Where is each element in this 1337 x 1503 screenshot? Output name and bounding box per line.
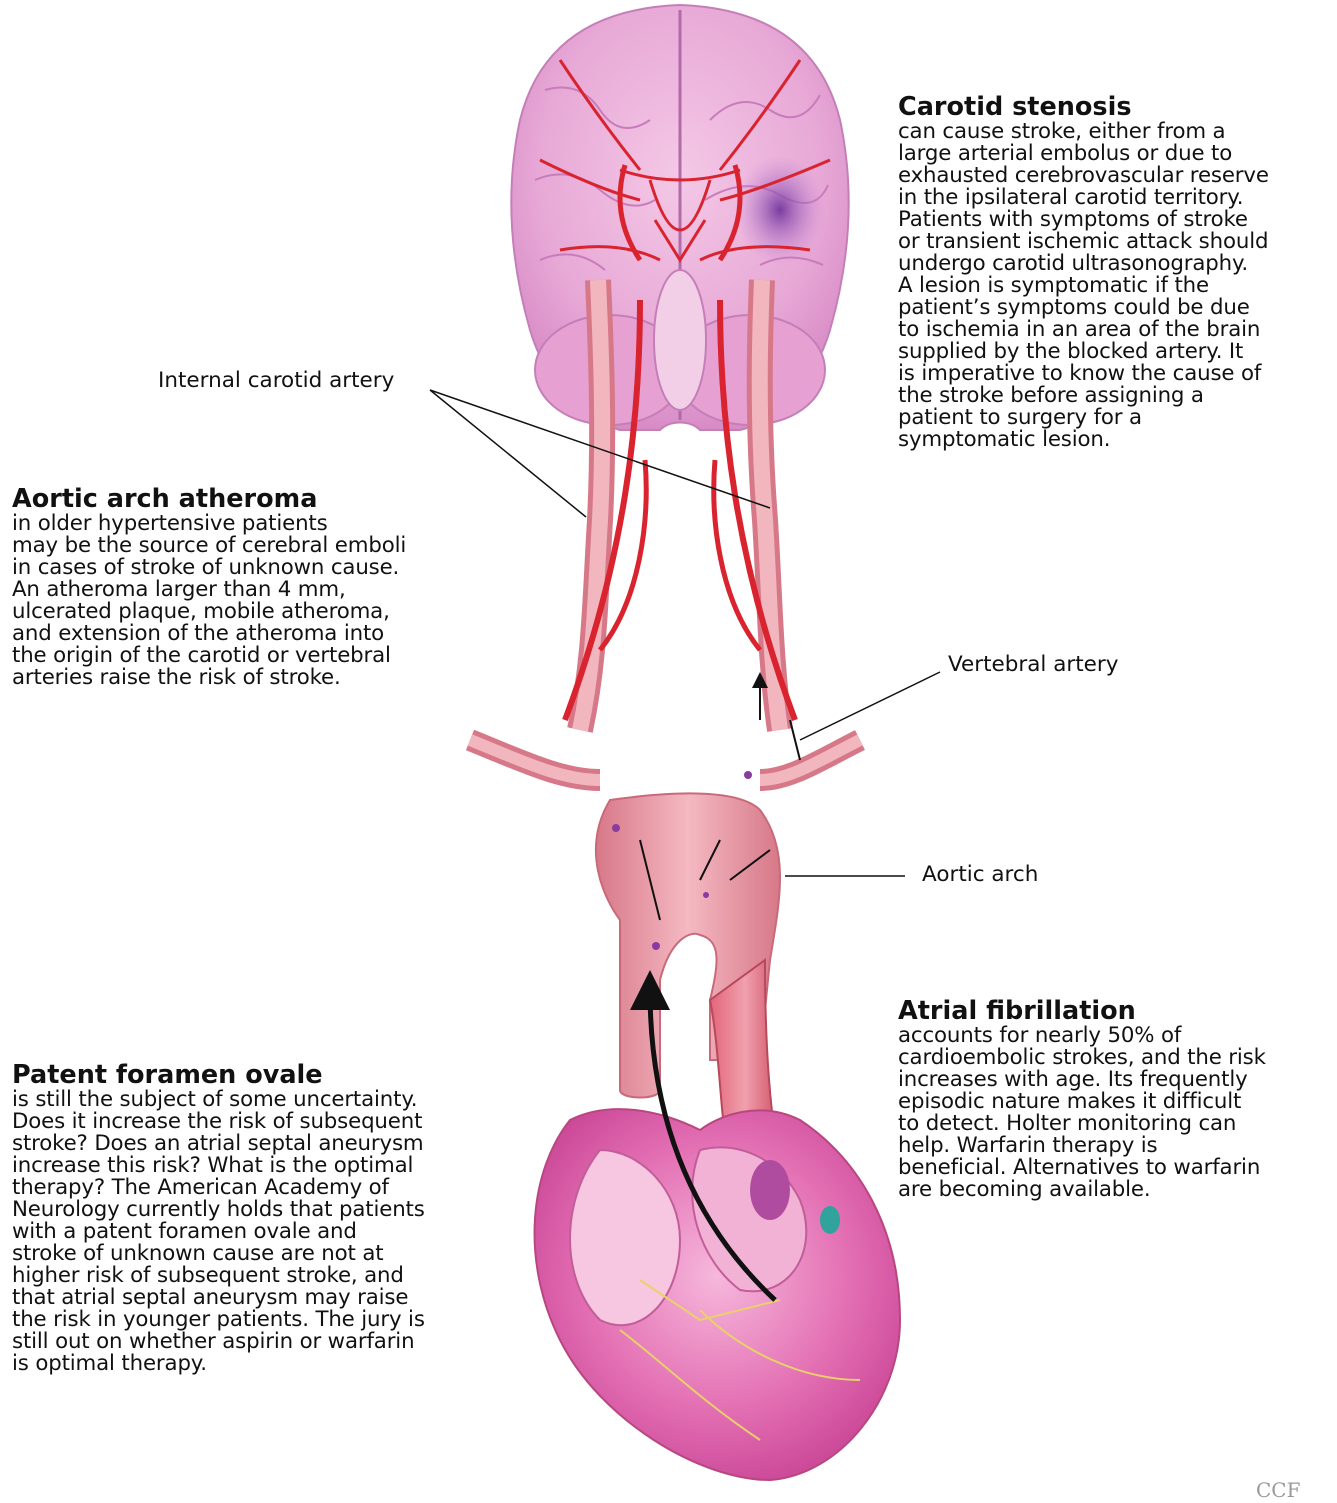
pfo-line: Does it increase the risk of subsequent	[12, 1111, 425, 1133]
aortic-line: arteries raise the risk of stroke.	[12, 667, 406, 689]
carotid-line: to ischemia in an area of the brain	[898, 319, 1269, 341]
label-aortic-arch: Aortic arch	[922, 862, 1038, 887]
pfo-line: stroke of unknown cause are not at	[12, 1243, 425, 1265]
aortic-line: and extension of the atheroma into	[12, 623, 406, 645]
pfo-line: that atrial septal aneurysm may raise	[12, 1287, 425, 1309]
pfo-line: still out on whether aspirin or warfarin	[12, 1331, 425, 1353]
carotid-line: can cause stroke, either from a	[898, 121, 1269, 143]
afib-line: accounts for nearly 50% of	[898, 1025, 1266, 1047]
atrial-fibrillation-title: Atrial fibrillation	[898, 998, 1266, 1025]
carotid-line: the stroke before assigning a	[898, 385, 1269, 407]
afib-line: help. Warfarin therapy is	[898, 1135, 1266, 1157]
carotid-line: A lesion is symptomatic if the	[898, 275, 1269, 297]
pfo-line: is still the subject of some uncertainty…	[12, 1089, 425, 1111]
carotid-line: supplied by the blocked artery. It	[898, 341, 1269, 363]
brain	[511, 5, 848, 430]
aortic-arch-atheroma-title: Aortic arch atheroma	[12, 486, 406, 513]
pfo-line: with a patent foramen ovale and	[12, 1221, 425, 1243]
pfo-line: Neurology currently holds that patients	[12, 1199, 425, 1221]
aortic-line: in older hypertensive patients	[12, 513, 406, 535]
pfo-line: therapy? The American Academy of	[12, 1177, 425, 1199]
carotid-line: exhausted cerebrovascular reserve	[898, 165, 1269, 187]
aortic-line: the origin of the carotid or vertebral	[12, 645, 406, 667]
pfo-line: increase this risk? What is the optimal	[12, 1155, 425, 1177]
carotid-line: large arterial embolus or due to	[898, 143, 1269, 165]
afib-line: episodic nature makes it difficult	[898, 1091, 1266, 1113]
carotid-line: patient to surgery for a	[898, 407, 1269, 429]
aortic-line: may be the source of cerebral emboli	[12, 535, 406, 557]
label-vertebral-artery: Vertebral artery	[948, 652, 1118, 677]
afib-line: beneficial. Alternatives to warfarin	[898, 1157, 1266, 1179]
aortic-line: in cases of stroke of unknown cause.	[12, 557, 406, 579]
heart	[535, 1109, 900, 1480]
aortic-line: ulcerated plaque, mobile atheroma,	[12, 601, 406, 623]
atrial-fibrillation-block: Atrial fibrillation accounts for nearly …	[898, 998, 1266, 1201]
afib-line: are becoming available.	[898, 1179, 1266, 1201]
afib-line: increases with age. Its frequently	[898, 1069, 1266, 1091]
pfo-line: is optimal therapy.	[12, 1353, 425, 1375]
carotid-line: is imperative to know the cause of	[898, 363, 1269, 385]
carotid-stenosis-block: Carotid stenosis can cause stroke, eithe…	[898, 94, 1269, 451]
carotid-stenosis-title: Carotid stenosis	[898, 94, 1269, 121]
aortic-line: An atheroma larger than 4 mm,	[12, 579, 406, 601]
patent-foramen-ovale-title: Patent foramen ovale	[12, 1062, 425, 1089]
carotid-line: patient’s symptoms could be due	[898, 297, 1269, 319]
pfo-line: the risk in younger patients. The jury i…	[12, 1309, 425, 1331]
carotid-line: or transient ischemic attack should	[898, 231, 1269, 253]
pfo-line: higher risk of subsequent stroke, and	[12, 1265, 425, 1287]
pfo-line: stroke? Does an atrial septal aneurysm	[12, 1133, 425, 1155]
carotid-line: Patients with symptoms of stroke	[898, 209, 1269, 231]
carotid-line: in the ipsilateral carotid territory.	[898, 187, 1269, 209]
watermark: CCF	[1256, 1478, 1300, 1502]
label-internal-carotid-artery: Internal carotid artery	[158, 368, 394, 393]
aortic-arch-atheroma-block: Aortic arch atheroma in older hypertensi…	[12, 486, 406, 689]
afib-line: cardioembolic strokes, and the risk	[898, 1047, 1266, 1069]
patent-foramen-ovale-block: Patent foramen ovale is still the subjec…	[12, 1062, 425, 1375]
afib-line: to detect. Holter monitoring can	[898, 1113, 1266, 1135]
carotid-line: undergo carotid ultrasonography.	[898, 253, 1269, 275]
carotid-line: symptomatic lesion.	[898, 429, 1269, 451]
